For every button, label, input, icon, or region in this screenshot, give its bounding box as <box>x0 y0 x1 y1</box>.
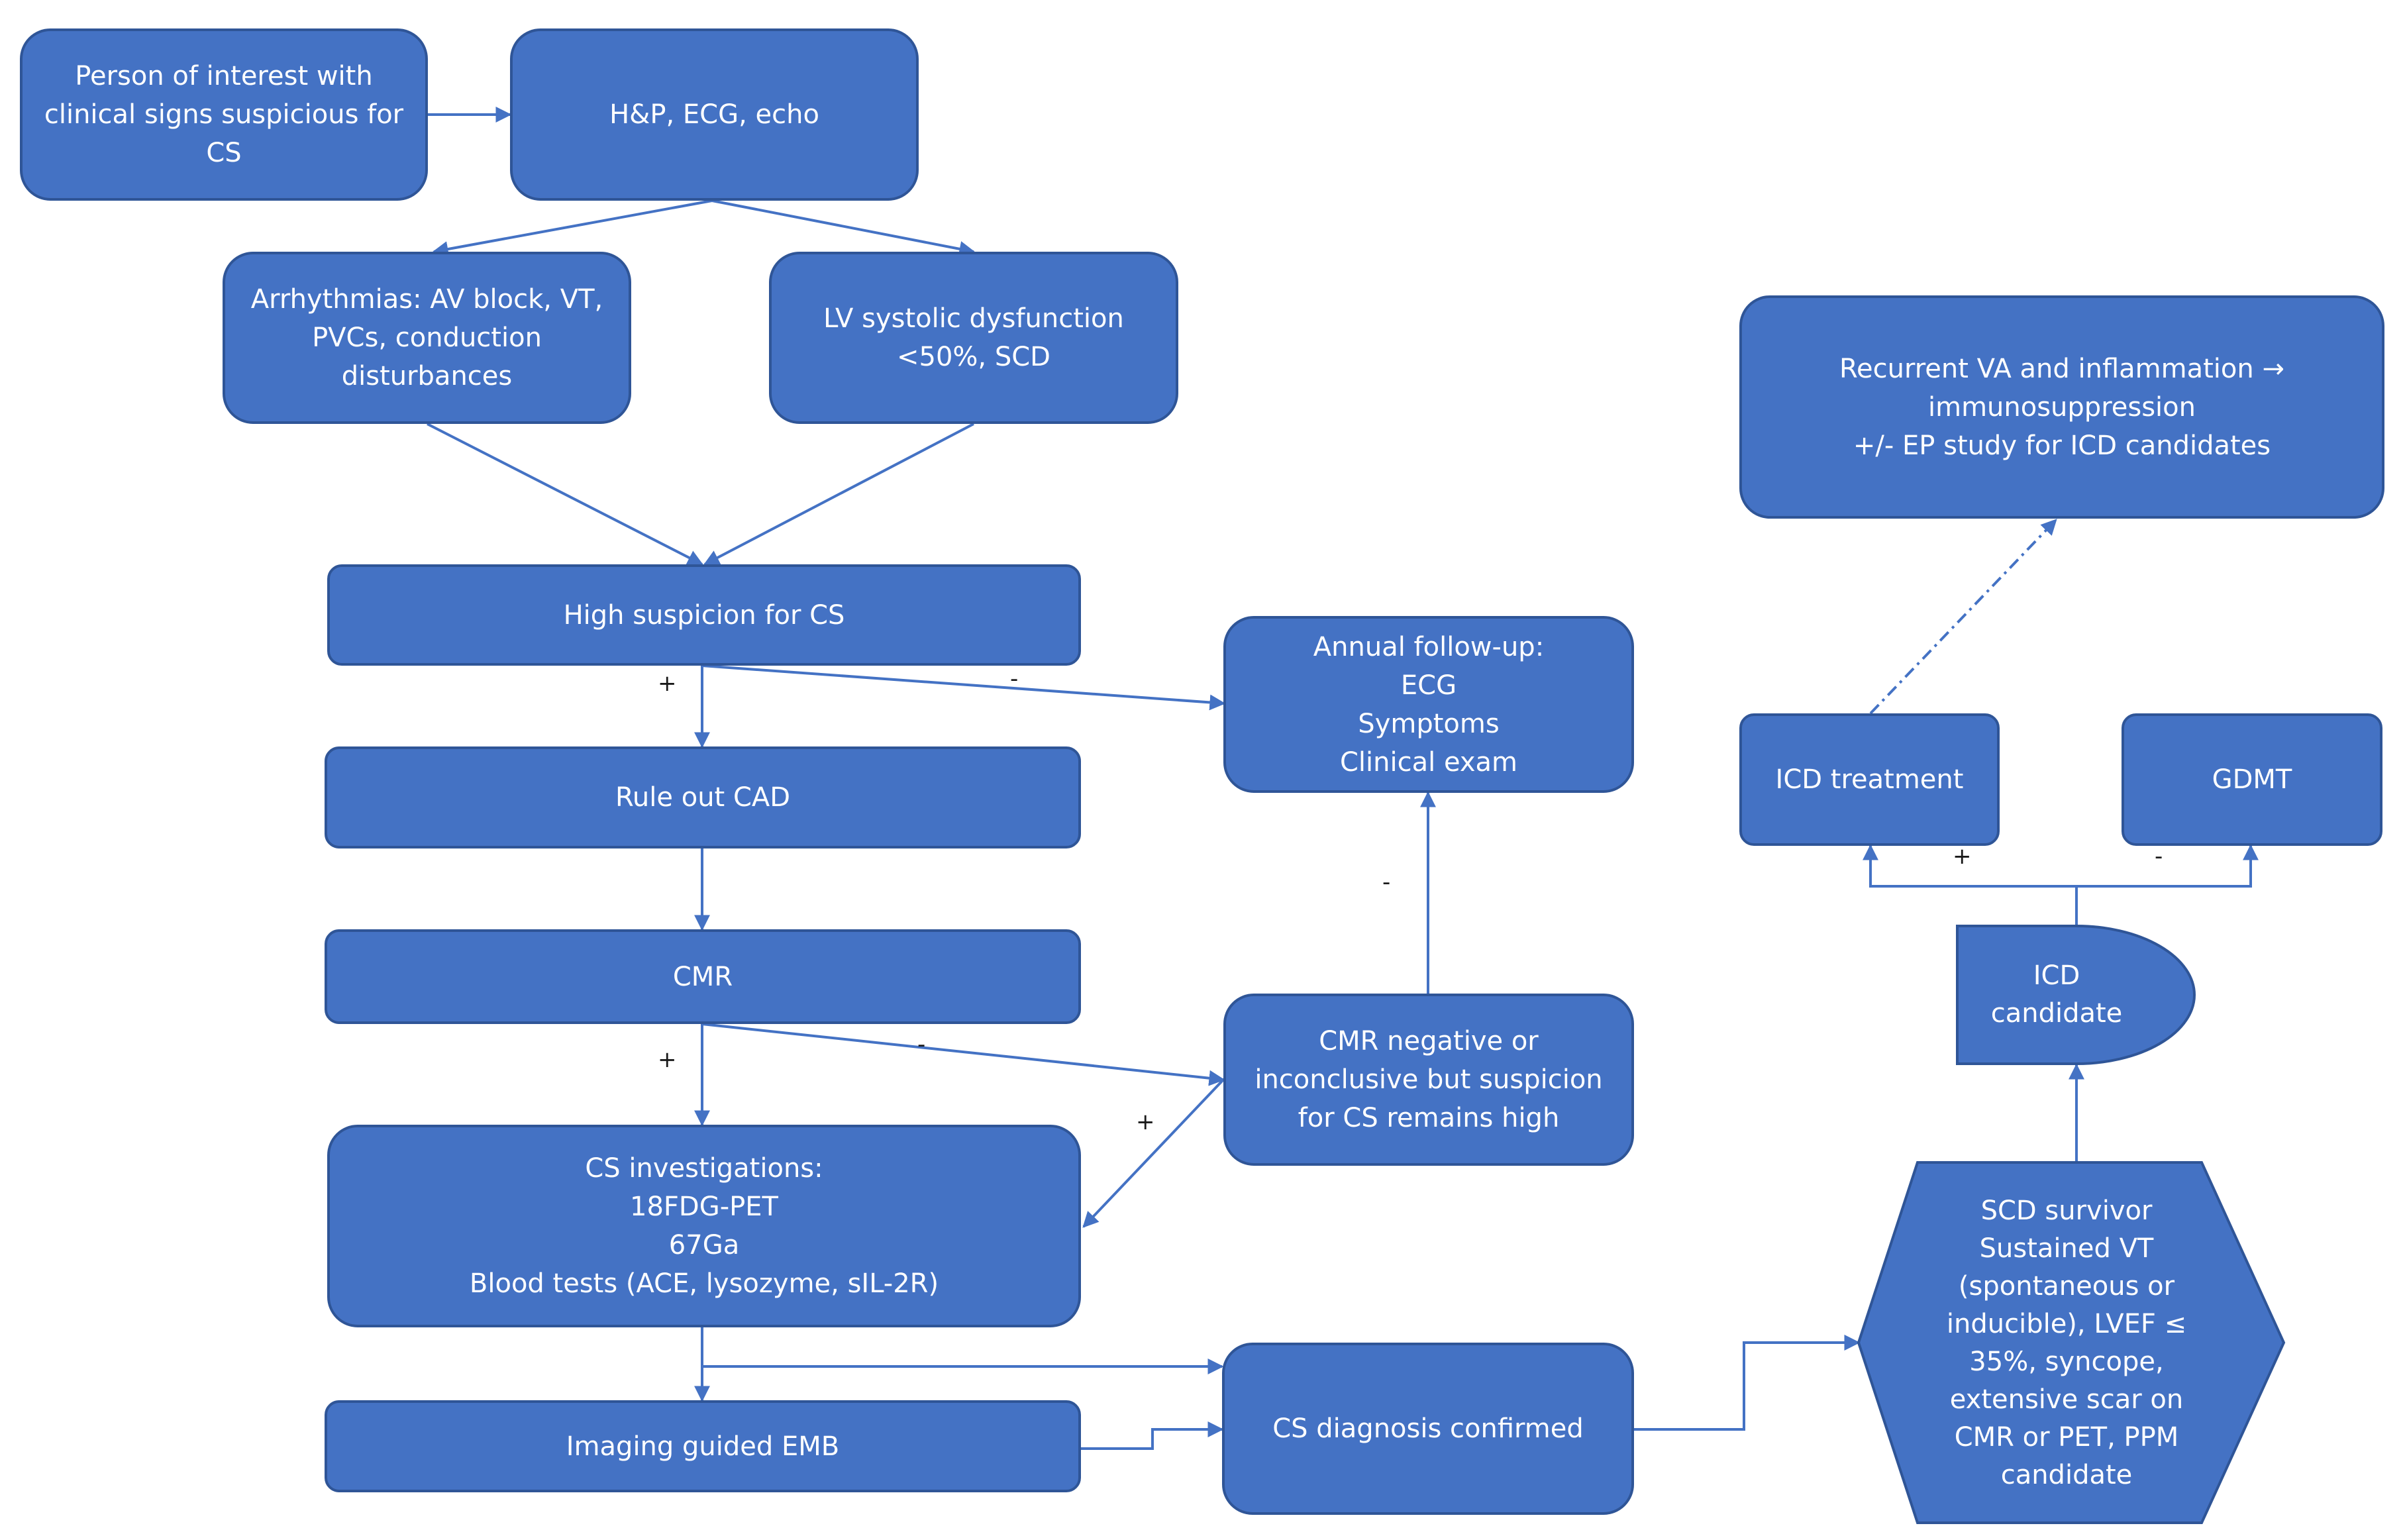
scd-survivor-hexagon <box>1857 1161 2286 1524</box>
imaging-guided-emb-text: Imaging guided EMB <box>566 1431 840 1462</box>
lv-dysfunction-box: LV systolic dysfunction <50%, SCD <box>769 252 1178 424</box>
arrow-confirmed-to-scd <box>1634 1335 1861 1431</box>
edge-label-suspicion-plus: + <box>658 670 677 697</box>
arrow-hpe-to-lv <box>711 199 976 257</box>
lv-dysfunction-text: LV systolic dysfunction <50%, SCD <box>823 303 1124 372</box>
hpe-ecg-echo-box: H&P, ECG, echo <box>510 28 919 201</box>
arrow-suspicion-to-followup <box>701 664 1226 711</box>
gdmt-text: GDMT <box>2212 764 2292 795</box>
edge-label-negative-plus: + <box>1136 1109 1155 1135</box>
edge-label-cmr-plus: + <box>658 1047 677 1073</box>
edge-label-suspicion-minus: - <box>1010 666 1019 692</box>
arrow-hpe-to-arrhythmias <box>432 199 713 257</box>
arrow-emb-to-confirmed <box>1081 1421 1224 1450</box>
edge-label-cmr-minus: - <box>917 1031 926 1058</box>
rule-out-cad-box: Rule out CAD <box>325 746 1081 848</box>
annual-followup-box: Annual follow-up: ECG Symptoms Clinical … <box>1223 616 1634 793</box>
icd-candidate-delay-shape <box>1956 925 2196 1065</box>
scd-survivor-text: SCD survivor Sustained VT (spontaneous o… <box>1946 1195 2187 1490</box>
arrhythmias-box: Arrhythmias: AV block, VT, PVCs, conduct… <box>223 252 631 424</box>
imaging-guided-emb-box: Imaging guided EMB <box>325 1400 1081 1492</box>
recurrent-va-text: Recurrent VA and inflammation → immunosu… <box>1839 353 2284 461</box>
high-suspicion-box: High suspicion for CS <box>327 564 1081 666</box>
high-suspicion-text: High suspicion for CS <box>563 599 845 631</box>
rule-out-cad-text: Rule out CAD <box>615 782 791 813</box>
cmr-box: CMR <box>325 929 1081 1024</box>
cs-diagnosis-confirmed-text: CS diagnosis confirmed <box>1272 1413 1584 1444</box>
cmr-text: CMR <box>672 961 733 992</box>
cs-investigations-box: CS investigations: 18FDG-PET 67Ga Blood … <box>327 1125 1081 1327</box>
person-of-interest-box: Person of interest with clinical signs s… <box>20 28 428 201</box>
edge-label-icd-minus: - <box>2155 843 2163 870</box>
arrow-arrhythmias-to-suspicion <box>427 423 704 566</box>
cmr-negative-text: CMR negative or inconclusive but suspici… <box>1254 1026 1603 1133</box>
arrow-treatment-to-recurrent-va <box>1869 519 2057 715</box>
arrow-negative-to-investigations <box>1082 1078 1225 1228</box>
recurrent-va-box: Recurrent VA and inflammation → immunosu… <box>1739 295 2384 519</box>
arrhythmias-text: Arrhythmias: AV block, VT, PVCs, conduct… <box>250 284 603 391</box>
icd-treatment-text: ICD treatment <box>1775 764 1964 795</box>
hpe-ecg-echo-text: H&P, ECG, echo <box>609 99 819 130</box>
cs-diagnosis-confirmed-box: CS diagnosis confirmed <box>1222 1343 1634 1515</box>
edge-label-icd-plus: + <box>1953 843 1972 870</box>
icd-candidate-text: ICD candidate <box>1990 960 2123 1029</box>
person-of-interest-text: Person of interest with clinical signs s… <box>44 61 404 168</box>
cs-investigations-text: CS investigations: 18FDG-PET 67Ga Blood … <box>469 1153 939 1299</box>
arrow-icd-candidate-to-gdmt <box>2076 844 2259 888</box>
edge-label-negative-minus: - <box>1382 869 1391 896</box>
annual-followup-text: Annual follow-up: ECG Symptoms Clinical … <box>1313 631 1545 778</box>
gdmt-box: GDMT <box>2122 713 2382 846</box>
arrow-icd-candidate-to-treatment <box>1863 844 2078 926</box>
arrow-cmr-to-negative <box>701 1023 1225 1086</box>
cmr-negative-box: CMR negative or inconclusive but suspici… <box>1223 994 1634 1166</box>
arrow-lv-to-suspicion <box>703 423 974 566</box>
icd-treatment-box: ICD treatment <box>1739 713 2000 846</box>
